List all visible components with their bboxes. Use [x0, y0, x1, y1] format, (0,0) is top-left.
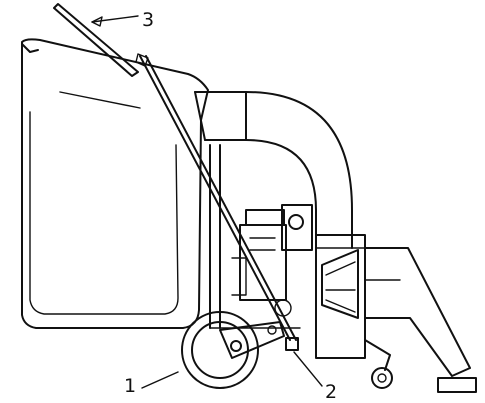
front-wheel [181, 311, 285, 389]
discharge-chute [194, 91, 353, 251]
callout-3: 3 [142, 9, 154, 31]
collection-bag [21, 38, 209, 329]
callout-1: 1 [124, 375, 136, 397]
intake-nozzle [364, 247, 477, 393]
handle-rod [53, 3, 297, 341]
callout-2: 2 [325, 381, 337, 403]
engine [231, 204, 313, 317]
caster-wheel [364, 339, 393, 389]
impeller-housing [315, 234, 366, 359]
leader-lines [91, 15, 323, 389]
